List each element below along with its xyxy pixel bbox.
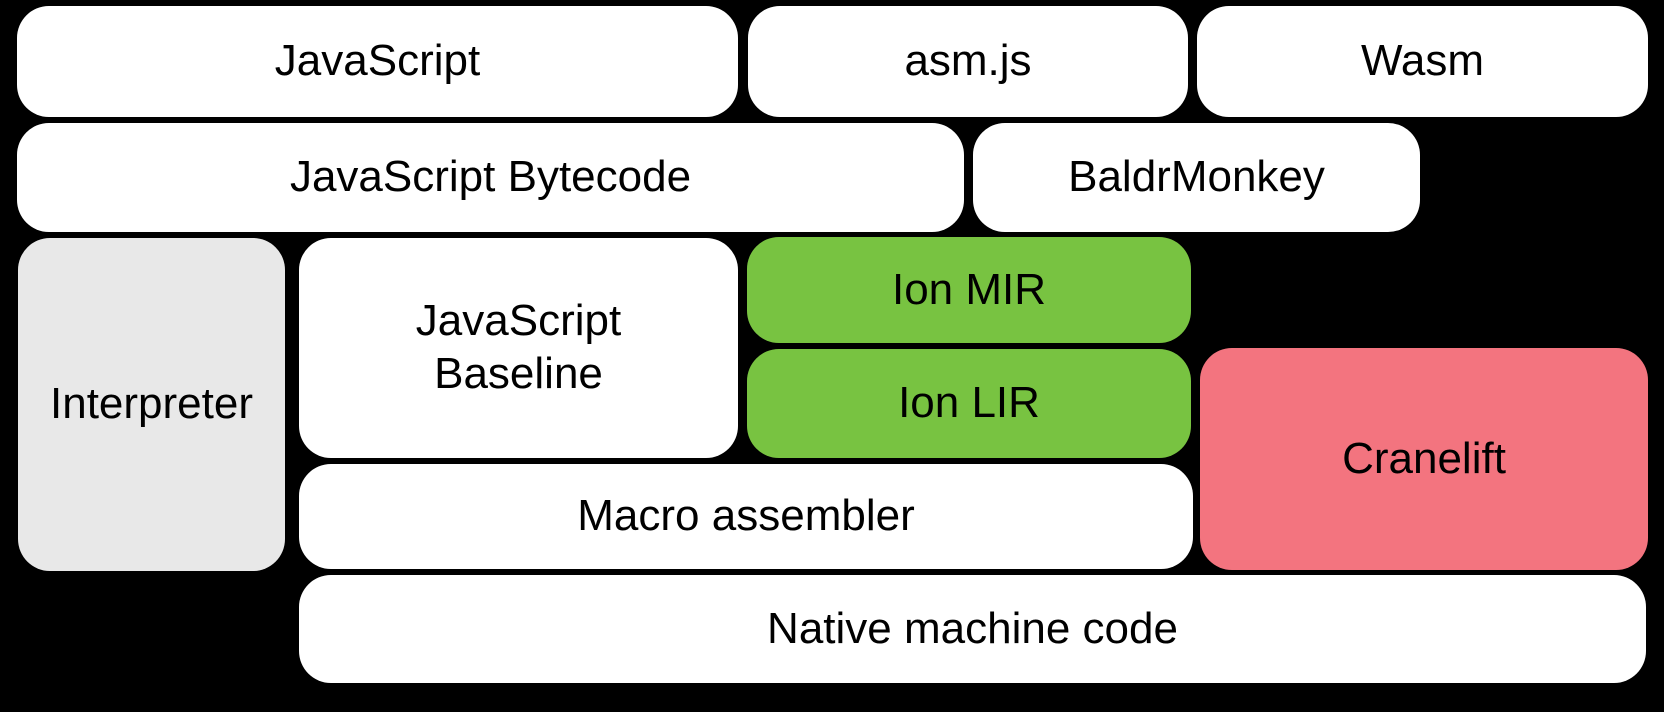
interpreter-block-label: Interpreter bbox=[50, 379, 253, 429]
wasm-block: Wasm bbox=[1197, 6, 1648, 117]
native-machine-code-block-label: Native machine code bbox=[767, 603, 1178, 653]
macro-assembler-block-label: Macro assembler bbox=[577, 491, 915, 541]
baldrmonkey-block-label: BaldrMonkey bbox=[1068, 152, 1325, 202]
macro-assembler-block: Macro assembler bbox=[299, 464, 1193, 569]
asmjs-block-label: asm.js bbox=[904, 36, 1032, 86]
asmjs-block: asm.js bbox=[748, 6, 1188, 117]
ion-lir-block-label: Ion LIR bbox=[898, 378, 1040, 428]
javascript-block-label: JavaScript bbox=[274, 36, 481, 86]
ion-mir-block: Ion MIR bbox=[747, 237, 1191, 343]
javascript-baseline-block-label-line1: JavaScript bbox=[415, 296, 622, 346]
wasm-block-label: Wasm bbox=[1360, 36, 1485, 86]
javascript-bytecode-block-label: JavaScript Bytecode bbox=[289, 152, 692, 202]
ion-lir-block: Ion LIR bbox=[747, 349, 1191, 458]
javascript-block: JavaScript bbox=[17, 6, 738, 117]
native-machine-code-block: Native machine code bbox=[299, 575, 1646, 683]
javascript-baseline-block: JavaScript Baseline bbox=[299, 238, 738, 458]
javascript-bytecode-block: JavaScript Bytecode bbox=[17, 123, 964, 232]
ion-mir-block-label: Ion MIR bbox=[891, 264, 1047, 314]
interpreter-block: Interpreter bbox=[18, 238, 285, 571]
baldrmonkey-block: BaldrMonkey bbox=[973, 123, 1420, 232]
cranelift-block: Cranelift bbox=[1200, 348, 1648, 570]
javascript-baseline-block-label-line2: Baseline bbox=[434, 349, 603, 398]
cranelift-block-label: Cranelift bbox=[1342, 433, 1506, 483]
